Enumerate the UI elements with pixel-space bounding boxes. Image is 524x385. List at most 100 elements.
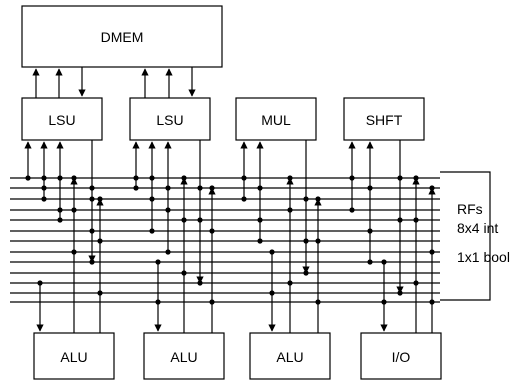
dmem-box [21, 5, 223, 68]
bus-junction-dot [367, 185, 373, 191]
io-label: I/O [392, 349, 411, 365]
alu3-label: ALU [276, 349, 303, 365]
bus-junction-dot [257, 185, 263, 191]
bus-junction-dot [241, 196, 247, 202]
bus-junction-dot [57, 207, 63, 213]
dmem-lsu-connections [32, 67, 196, 98]
bus-junction-dot [397, 175, 403, 181]
bus-junction-dot [149, 228, 155, 234]
bus-junction-dot [155, 259, 161, 265]
bus-junction-dot [71, 207, 77, 213]
bus-junction-dot [57, 217, 63, 223]
bus-junction-dot [97, 290, 103, 296]
bus-junction-dot [89, 228, 95, 234]
shft-box [343, 97, 425, 141]
bus-junction-dot [287, 280, 293, 286]
mul-label: MUL [261, 112, 291, 128]
lsu1-label: LSU [48, 112, 75, 128]
rf-title: RFs [457, 201, 483, 217]
bus-junction-dot [149, 175, 155, 181]
bus-junction-dot [41, 175, 47, 181]
bus-junction-dot [287, 175, 293, 181]
rf-int-line: 8x4 int [457, 220, 498, 236]
bus-junction-dot [165, 207, 171, 213]
alu3-box [249, 332, 331, 380]
bus-junction-dot [165, 185, 171, 191]
bus-junction-dot [413, 217, 419, 223]
bus-junction-dot [303, 196, 309, 202]
bus-junction-dot [315, 196, 321, 202]
bus-junction-dot [397, 290, 403, 296]
bus-junction-dot [381, 299, 387, 305]
alu2-label: ALU [170, 349, 197, 365]
bus-junction-dot [41, 185, 47, 191]
bus-junction-dot [429, 249, 435, 255]
lsu1-box [21, 97, 103, 141]
bus-junction-dot [349, 207, 355, 213]
alu1-box [33, 332, 115, 380]
bus-junction-dot [25, 175, 31, 181]
bus-junction-dot [71, 175, 77, 181]
bus-junction-dot [315, 299, 321, 305]
shft-label: SHFT [366, 112, 403, 128]
dmem-block: DMEM [21, 5, 223, 68]
bus-junction-dot [349, 175, 355, 181]
bus-junction-dot [89, 185, 95, 191]
bus-junction-dot [269, 249, 275, 255]
unit-connections [24, 140, 436, 333]
bus-junction-dot [57, 175, 63, 181]
bus-junction-dot [413, 280, 419, 286]
lsu2-box [129, 97, 211, 141]
register-file-block: RFs 8x4 int 1x1 bool [440, 171, 510, 301]
bottom-unit-row: ALU ALU ALU I/O [33, 332, 442, 380]
bus-junction-dot [315, 238, 321, 244]
bus-junction-dot [367, 228, 373, 234]
bus-junction-dot [165, 249, 171, 255]
bus-junction-dot [241, 175, 247, 181]
bus-junction-dot [197, 185, 203, 191]
register-file-bracket [440, 171, 491, 301]
bus-junction-dot [429, 185, 435, 191]
rf-bool-line: 1x1 bool [457, 249, 510, 265]
bus-junction-dot [41, 196, 47, 202]
lsu2-label: LSU [156, 112, 183, 128]
bus-junction-dot [209, 228, 215, 234]
bus-junction-dot [429, 299, 435, 305]
bus-junction-dot [97, 196, 103, 202]
mul-box [235, 97, 317, 141]
bus-junction-dot [37, 280, 43, 286]
bus-junction-dot [181, 270, 187, 276]
bus-junction-dot [397, 217, 403, 223]
bus-junction-dot [71, 249, 77, 255]
bus-junction-dot [303, 270, 309, 276]
bus-junction-dot [413, 175, 419, 181]
bus-junction-dot [269, 290, 275, 296]
bus-junction-dot [89, 196, 95, 202]
bus-junction-dot [181, 175, 187, 181]
bus-junction-dot [303, 238, 309, 244]
top-unit-row: LSU LSU MUL SHFT [21, 97, 425, 141]
bus-junction-dot [287, 207, 293, 213]
bus-junction-dot [257, 238, 263, 244]
bus-junction-dot [181, 217, 187, 223]
bus-junction-dot [149, 196, 155, 202]
bus-junction-dot [367, 259, 373, 265]
bus-junction-dot [197, 217, 203, 223]
alu2-box [143, 332, 225, 380]
bus-junction-dot [97, 238, 103, 244]
bus-junction-dot [133, 175, 139, 181]
alu1-label: ALU [60, 349, 87, 365]
bus-junctions [25, 175, 435, 305]
bus-junction-dot [133, 185, 139, 191]
bus-junction-dot [155, 299, 161, 305]
io-box [360, 332, 442, 380]
dmem-label: DMEM [101, 29, 144, 45]
bus-junction-dot [89, 259, 95, 265]
bus-junction-dot [197, 280, 203, 286]
bus-junction-dot [257, 217, 263, 223]
bus-junction-dot [209, 185, 215, 191]
bus-junction-dot [381, 259, 387, 265]
bus-junction-dot [209, 299, 215, 305]
